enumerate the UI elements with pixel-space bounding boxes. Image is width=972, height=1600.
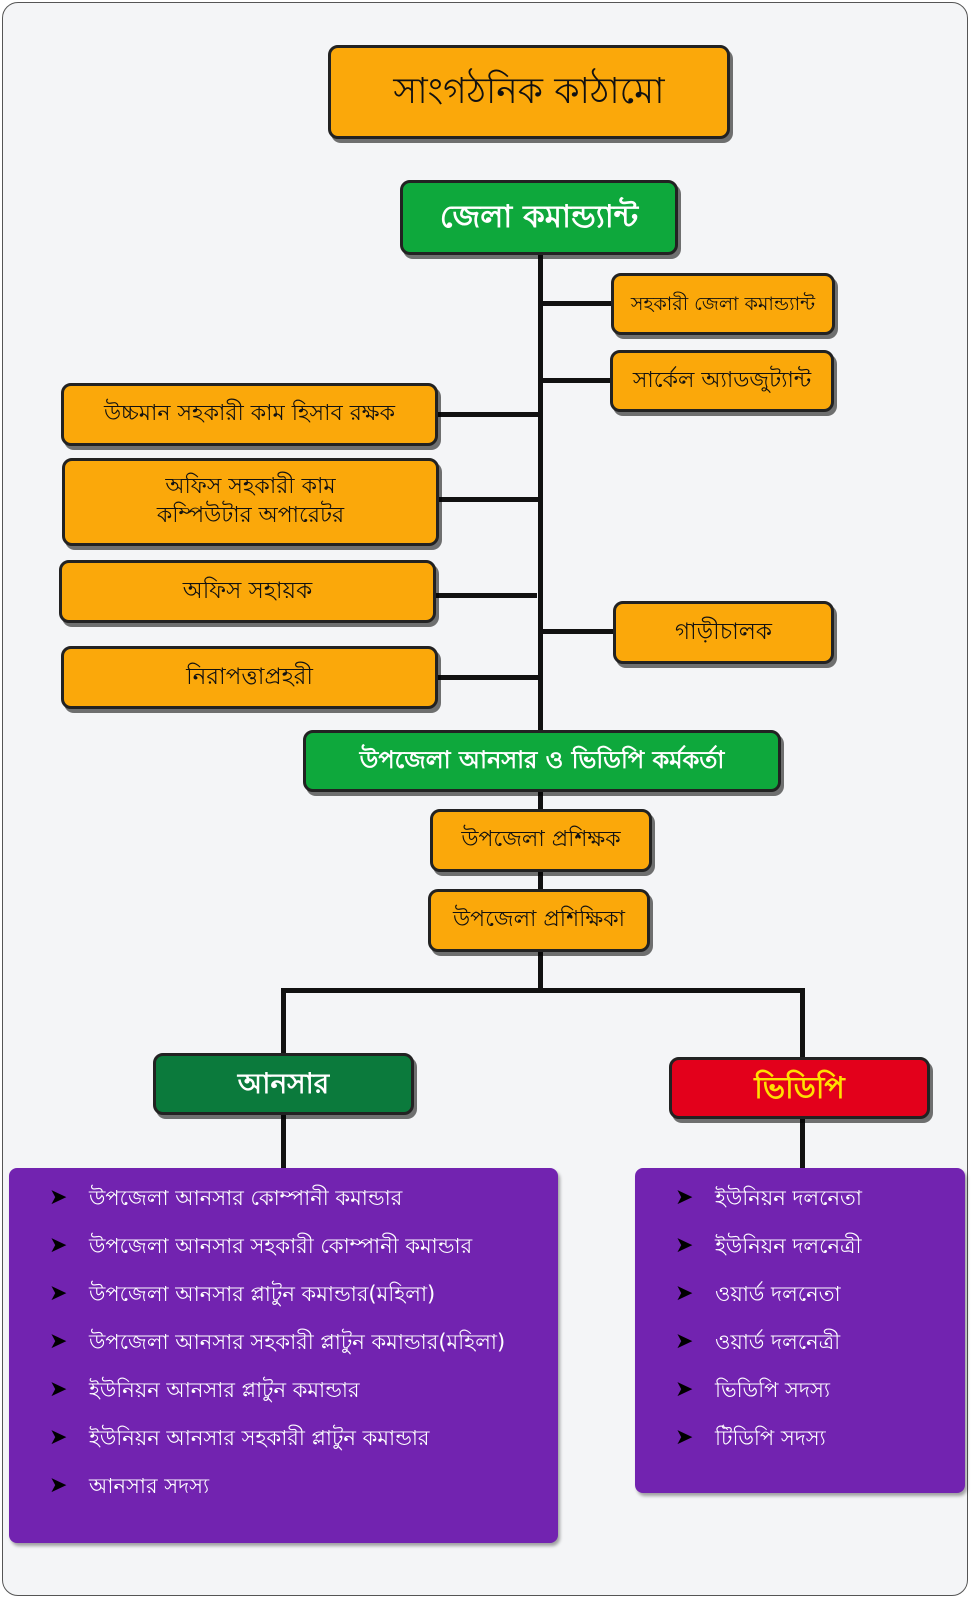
connector-trainer-trainerf [538, 869, 543, 893]
connector-driver [541, 629, 613, 634]
list-item-text: ইউনিয়ন দলনেতা [715, 1186, 862, 1210]
district-commandant-label: জেলা কমান্ড্যান্ট [439, 199, 639, 236]
list-item: ➤ ওয়ার্ড দলনেতা [635, 1280, 965, 1308]
connector-asst-commandant [541, 301, 613, 306]
arrowhead-icon: ➤ [675, 1281, 694, 1306]
arrowhead-icon: ➤ [49, 1233, 68, 1258]
connector-main-trunk [538, 251, 543, 735]
arrowhead-icon: ➤ [49, 1425, 68, 1450]
arrowhead-icon: ➤ [675, 1377, 694, 1402]
list-item: ➤ উপজেলা আনসার প্লাটুন কমান্ডার(মহিলা) [9, 1280, 558, 1308]
arrowhead-icon: ➤ [675, 1233, 694, 1258]
ansar-label: আনসার [237, 1066, 330, 1100]
office-assistant-label-line2: কম্পিউটার অপারেটর [156, 503, 345, 528]
list-item-text: ভিডিপি সদস্য [715, 1378, 830, 1402]
connector-office-assistant [435, 497, 541, 502]
asst-commandant-label: সহকারী জেলা কমান্ড্যান্ট [630, 292, 816, 315]
circle-adjutant-label: সার্কেল অ্যাডজুট্যান্ট [632, 367, 812, 393]
connector-accountant [435, 412, 541, 417]
list-item-text: ইউনিয়ন আনসার প্লাটুন কমান্ডার [89, 1378, 360, 1402]
list-item-text: ইউনিয়ন দলনেত্রী [715, 1234, 862, 1258]
guard-box: নিরাপত্তাপ্রহরী [61, 646, 438, 709]
accountant-label: উচ্চমান সহকারী কাম হিসাব রক্ষক [103, 401, 396, 427]
vdp-members-list: ➤ ইউনিয়ন দলনেতা ➤ ইউনিয়ন দলনেত্রী ➤ ওয়ার… [635, 1184, 965, 1452]
office-assistant-label-line1: অফিস সহকারী কাম [165, 474, 336, 500]
connector-vdp-panel [800, 1115, 805, 1168]
arrowhead-icon: ➤ [49, 1185, 68, 1210]
connector-ansar-panel [281, 1111, 286, 1168]
upazila-officer-label: উপজেলা আনসার ও ভিডিপি কর্মকর্তা [359, 746, 725, 775]
arrowhead-icon: ➤ [49, 1377, 68, 1402]
list-item-text: আনসার সদস্য [89, 1474, 210, 1498]
upazila-officer-box: উপজেলা আনসার ও ভিডিপি কর্মকর্তা [303, 730, 781, 792]
connector-split-vdp [800, 988, 805, 1060]
ansar-box: আনসার [153, 1053, 414, 1115]
upazila-trainer-female-box: উপজেলা প্রশিক্ষিকা [428, 889, 650, 952]
page-title: সাংগঠনিক কাঠামো [393, 70, 665, 112]
list-item: ➤ উপজেলা আনসার সহকারী প্লাটুন কমান্ডার(মহ… [9, 1328, 558, 1356]
list-item: ➤ আনসার সদস্য [9, 1472, 558, 1500]
connector-office-helper [433, 593, 537, 598]
list-item: ➤ ইউনিয়ন দলনেতা [635, 1184, 965, 1212]
ansar-members-list: ➤ উপজেলা আনসার কোম্পানী কমান্ডার ➤ উপজেলা … [9, 1184, 558, 1500]
arrowhead-icon: ➤ [675, 1425, 694, 1450]
vdp-members-panel: ➤ ইউনিয়ন দলনেতা ➤ ইউনিয়ন দলনেত্রী ➤ ওয়ার… [635, 1168, 965, 1493]
connector-guard [435, 675, 541, 680]
arrowhead-icon: ➤ [49, 1281, 68, 1306]
driver-box: গাড়ীচালক [613, 601, 834, 664]
arrowhead-icon: ➤ [49, 1473, 68, 1498]
list-item-text: ইউনিয়ন আনসার সহকারী প্লাটুন কমান্ডার [89, 1426, 430, 1450]
title-box: সাংগঠনিক কাঠামো [328, 45, 730, 139]
office-helper-box: অফিস সহায়ক [59, 560, 436, 623]
list-item-text: ওয়ার্ড দলনেতা [715, 1282, 841, 1306]
list-item: ➤ ওয়ার্ড দলনেত্রী [635, 1328, 965, 1356]
vdp-label: ভিডিপি [754, 1070, 845, 1106]
circle-adjutant-box: সার্কেল অ্যাডজুট্যান্ট [610, 350, 834, 412]
connector-split-ansar [281, 988, 286, 1055]
list-item-text: ওয়ার্ড দলনেত্রী [715, 1330, 841, 1354]
list-item: ➤ ভিডিপি সদস্য [635, 1376, 965, 1404]
list-item-text: উপজেলা আনসার কোম্পানী কমান্ডার [89, 1186, 403, 1210]
list-item-text: উপজেলা আনসার প্লাটুন কমান্ডার(মহিলা) [89, 1282, 436, 1306]
connector-split-horizontal [281, 988, 805, 993]
list-item: ➤ ইউনিয়ন আনসার সহকারী প্লাটুন কমান্ডার [9, 1424, 558, 1452]
office-assistant-box: অফিস সহকারী কাম কম্পিউটার অপারেটর [62, 458, 439, 546]
list-item-text: উপজেলা আনসার সহকারী প্লাটুন কমান্ডার(মহি… [89, 1330, 506, 1354]
connector-trainerf-split [538, 949, 543, 992]
list-item: ➤ টিডিপি সদস্য [635, 1424, 965, 1452]
list-item-text: টিডিপি সদস্য [715, 1426, 826, 1450]
arrowhead-icon: ➤ [675, 1329, 694, 1354]
upazila-trainer-female-label: উপজেলা প্রশিক্ষিকা [453, 907, 625, 933]
list-item: ➤ উপজেলা আনসার কোম্পানী কমান্ডার [9, 1184, 558, 1212]
district-commandant-box: জেলা কমান্ড্যান্ট [400, 180, 678, 255]
driver-label: গাড়ীচালক [674, 618, 773, 645]
vdp-box: ভিডিপি [669, 1057, 930, 1119]
list-item: ➤ উপজেলা আনসার সহকারী কোম্পানী কমান্ডার [9, 1232, 558, 1260]
list-item: ➤ ইউনিয়ন আনসার প্লাটুন কমান্ডার [9, 1376, 558, 1404]
list-item-text: উপজেলা আনসার সহকারী কোম্পানী কমান্ডার [89, 1234, 473, 1258]
connector-officer-trainer [538, 789, 543, 813]
arrowhead-icon: ➤ [675, 1185, 694, 1210]
asst-commandant-box: সহকারী জেলা কমান্ড্যান্ট [611, 273, 835, 335]
office-helper-label: অফিস সহায়ক [182, 577, 313, 604]
list-item: ➤ ইউনিয়ন দলনেত্রী [635, 1232, 965, 1260]
connector-circle-adjutant [541, 378, 613, 383]
upazila-trainer-label: উপজেলা প্রশিক্ষক [461, 827, 621, 853]
guard-label: নিরাপত্তাপ্রহরী [186, 663, 313, 690]
ansar-members-panel: ➤ উপজেলা আনসার কোম্পানী কমান্ডার ➤ উপজেলা … [9, 1168, 558, 1543]
accountant-box: উচ্চমান সহকারী কাম হিসাব রক্ষক [61, 383, 438, 446]
upazila-trainer-box: উপজেলা প্রশিক্ষক [430, 809, 652, 872]
arrowhead-icon: ➤ [49, 1329, 68, 1354]
